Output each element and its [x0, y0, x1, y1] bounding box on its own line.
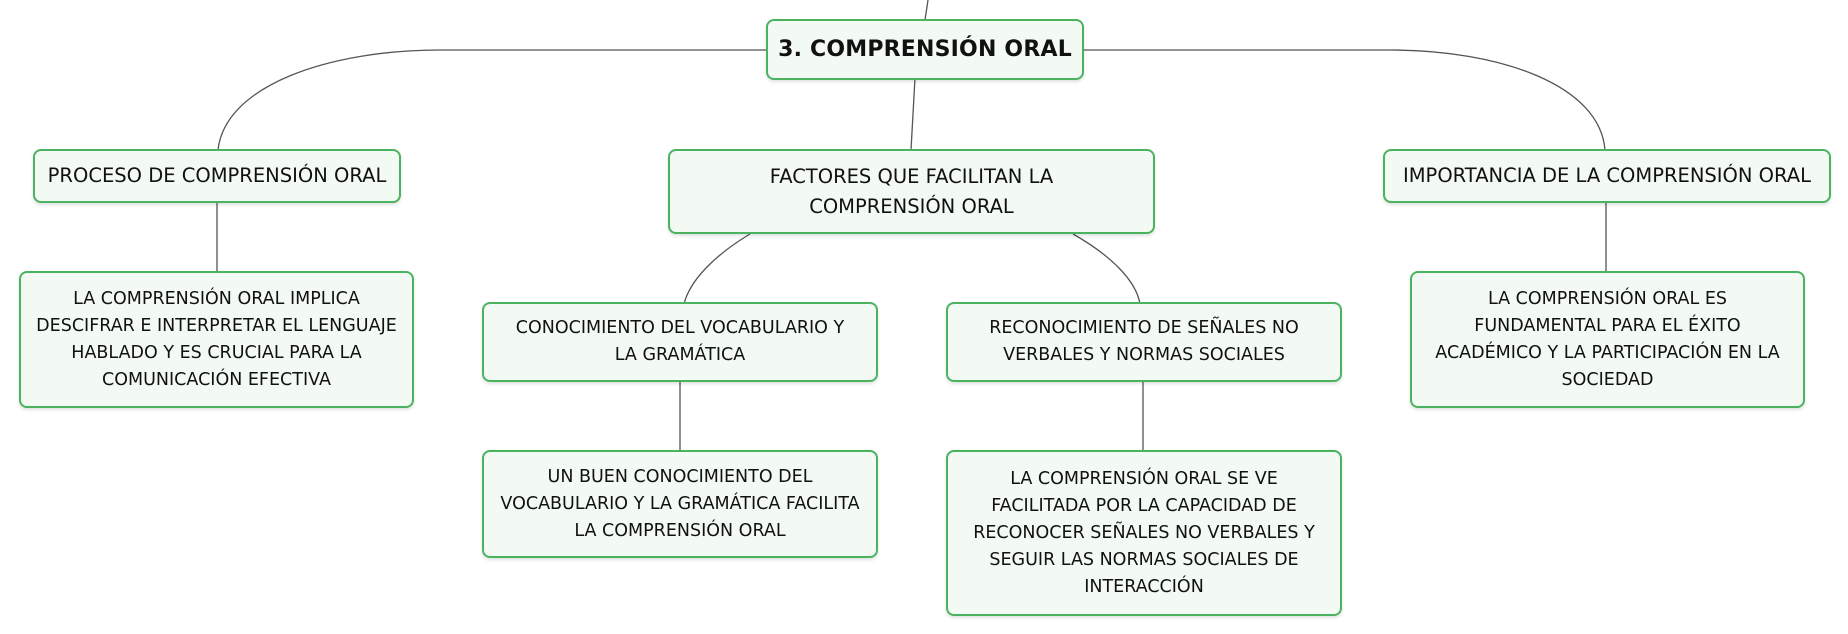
branch-node-proceso[interactable]: PROCESO DE COMPRENSIÓN ORAL [33, 149, 401, 203]
child-label-vocabulario: CONOCIMIENTO DEL VOCABULARIO Y LA GRAMÁT… [515, 318, 845, 365]
connector-factores-to-senales [1072, 233, 1141, 305]
detail-node-senales[interactable]: LA COMPRENSIÓN ORAL SE VE FACILITADA POR… [946, 450, 1342, 616]
branch-node-factores[interactable]: FACTORES QUE FACILITAN LA COMPRENSIÓN OR… [668, 149, 1155, 234]
child-node-vocabulario[interactable]: CONOCIMIENTO DEL VOCABULARIO Y LA GRAMÁT… [482, 302, 878, 382]
child-label-senales: RECONOCIMIENTO DE SEÑALES NO VERBALES Y … [989, 318, 1299, 365]
branch-label-factores: FACTORES QUE FACILITAN LA COMPRENSIÓN OR… [769, 164, 1054, 218]
detail-node-proceso[interactable]: LA COMPRENSIÓN ORAL IMPLICA DESCIFRAR E … [19, 271, 414, 408]
connector-parent-to-root [924, 0, 929, 21]
detail-text-proceso: LA COMPRENSIÓN ORAL IMPLICA DESCIFRAR E … [36, 288, 397, 390]
detail-node-importancia[interactable]: LA COMPRENSIÓN ORAL ES FUNDAMENTAL PARA … [1410, 271, 1805, 408]
branch-label-importancia: IMPORTANCIA DE LA COMPRENSIÓN ORAL [1402, 164, 1811, 187]
detail-text-senales: LA COMPRENSIÓN ORAL SE VE FACILITADA POR… [973, 468, 1315, 597]
detail-node-vocabulario[interactable]: UN BUEN CONOCIMIENTO DEL VOCABULARIO Y L… [482, 450, 878, 558]
connector-root-to-importancia [1082, 49, 1606, 151]
root-node[interactable]: 3. COMPRENSIÓN ORAL [766, 19, 1084, 80]
child-node-senales[interactable]: RECONOCIMIENTO DE SEÑALES NO VERBALES Y … [946, 302, 1342, 382]
branch-label-proceso: PROCESO DE COMPRENSIÓN ORAL [47, 164, 387, 187]
detail-text-vocabulario: UN BUEN CONOCIMIENTO DEL VOCABULARIO Y L… [500, 466, 860, 541]
connector-root-to-factores [910, 77, 916, 151]
root-label: 3. COMPRENSIÓN ORAL [778, 37, 1072, 62]
branch-node-importancia[interactable]: IMPORTANCIA DE LA COMPRENSIÓN ORAL [1383, 149, 1831, 203]
detail-text-importancia: LA COMPRENSIÓN ORAL ES FUNDAMENTAL PARA … [1435, 288, 1780, 390]
connector-root-to-proceso [217, 49, 768, 151]
connector-factores-to-vocabulario [683, 233, 751, 305]
